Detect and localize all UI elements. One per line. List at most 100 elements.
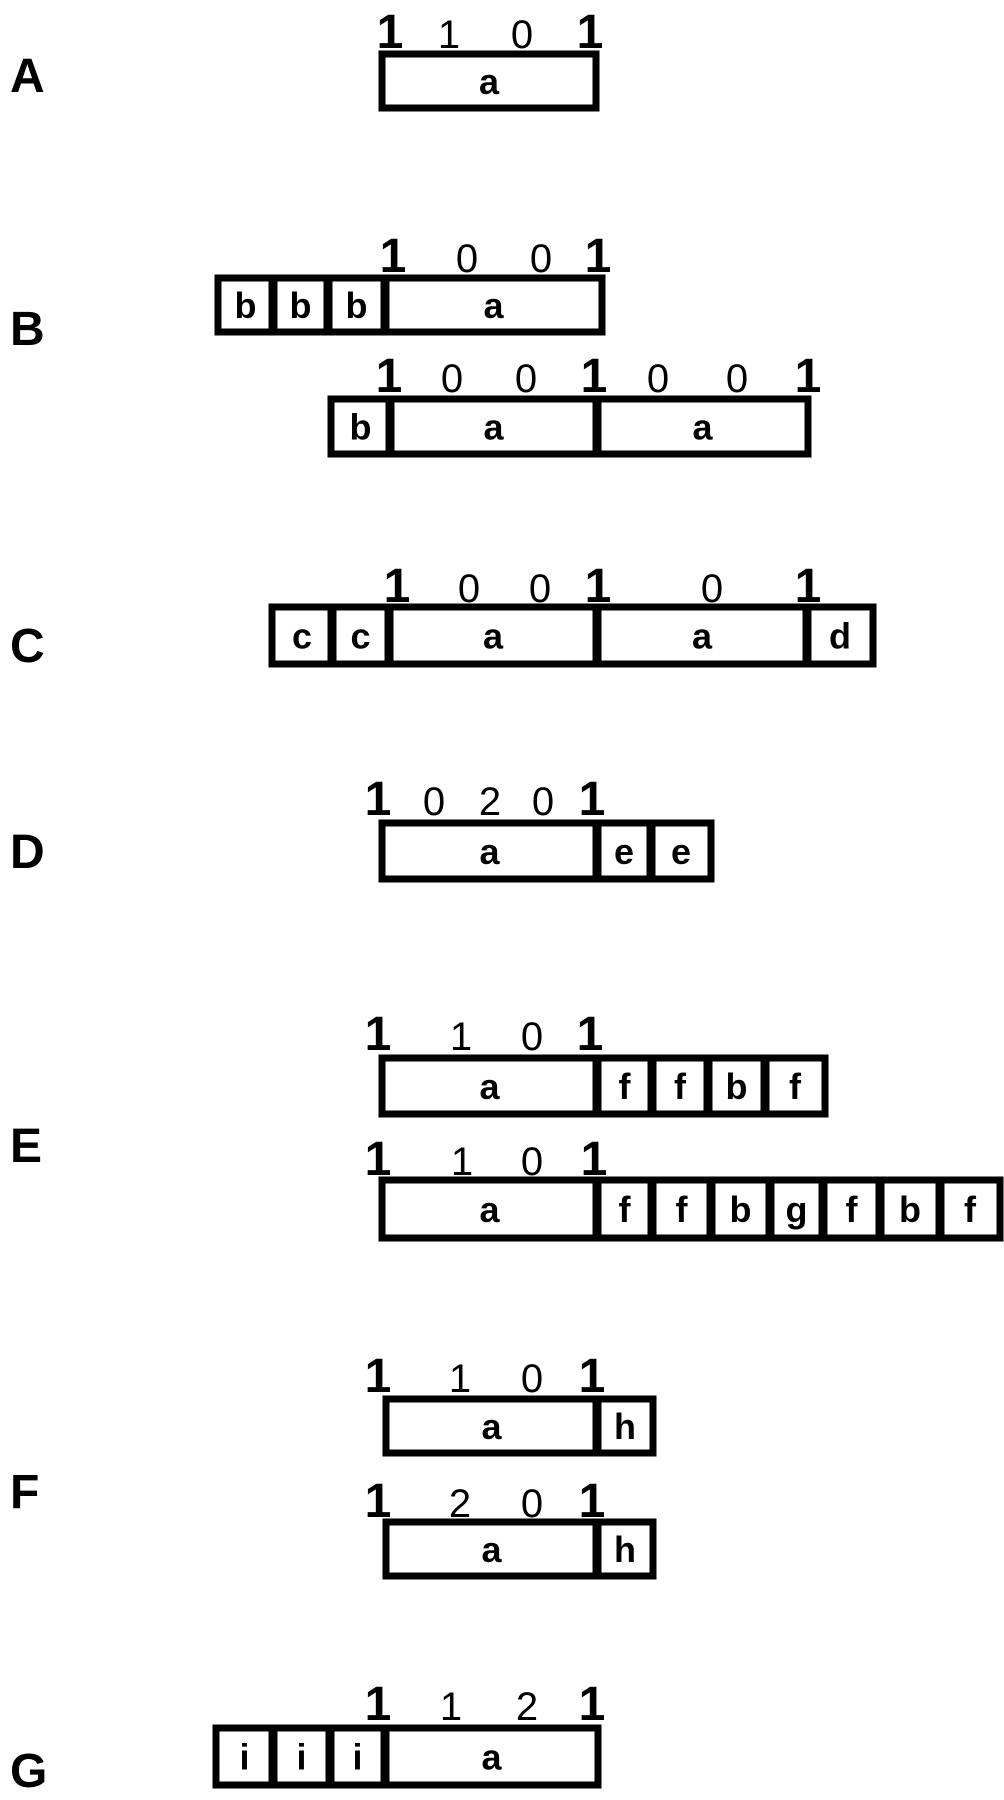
position-number: 0 [423,780,445,824]
panel-label: E [10,1120,42,1173]
panel-label: G [10,1745,47,1798]
position-number: 2 [479,780,501,824]
position-number: 1 [365,1008,392,1061]
segment-label: a [483,407,504,448]
segment-label: b [730,1189,752,1230]
position-number: 1 [451,1140,473,1184]
sequence-bar [382,1518,657,1580]
position-number: 1 [376,350,403,403]
position-number: 0 [521,1482,543,1526]
position-number: 1 [365,1133,392,1186]
sequence-bar [212,1724,602,1789]
position-number: 0 [456,237,478,281]
position-number: 1 [579,1350,606,1403]
position-number: 0 [511,13,533,57]
segment-label: i [352,1737,362,1778]
position-number: 2 [516,1685,538,1729]
segment-label: g [786,1189,808,1230]
segment-label: d [829,616,851,657]
sequence-bar [268,603,877,668]
segment-label: h [614,1529,636,1570]
segment-label: a [481,1737,502,1778]
position-number: 1 [377,6,404,59]
segment-label: f [674,1066,687,1107]
segment-label: h [614,1406,636,1447]
position-number: 1 [438,13,460,57]
segment-label: a [479,831,500,872]
position-number: 2 [449,1482,471,1526]
position-number: 0 [647,357,669,401]
segment-label: a [479,1066,500,1107]
position-number: 1 [795,350,822,403]
segment-label: f [619,1066,632,1107]
position-number: 0 [701,567,723,611]
position-number: 0 [521,1140,543,1184]
segment-label: a [479,1189,500,1230]
sequence-bar [378,819,715,883]
panel-label: C [10,620,45,673]
position-number: 1 [365,773,392,826]
position-number: 1 [380,230,407,283]
segment-label: a [692,407,713,448]
segment-label: b [350,407,372,448]
segment-label: a [479,61,500,102]
segment-label: b [290,285,312,326]
segment-label: a [483,616,504,657]
position-number: 0 [529,567,551,611]
position-number: 1 [577,6,604,59]
position-number: 0 [458,567,480,611]
position-number: 1 [577,1008,604,1061]
segment-label: e [671,831,691,872]
position-number: 0 [515,357,537,401]
panel-label: D [10,826,45,879]
position-number: 1 [581,350,608,403]
segment-label: b [726,1066,748,1107]
sequence-bar [382,1395,657,1457]
segment-label: f [619,1189,632,1230]
segment-label: f [964,1189,977,1230]
position-number: 1 [365,1475,392,1528]
position-number: 1 [579,773,606,826]
position-number: 1 [365,1350,392,1403]
position-number: 1 [449,1357,471,1401]
position-number: 1 [579,1475,606,1528]
position-number: 1 [581,1133,608,1186]
position-number: 1 [579,1678,606,1731]
position-number: 1 [365,1678,392,1731]
segment-label: i [296,1737,306,1778]
position-number: 0 [530,237,552,281]
sequence-bar [378,50,600,112]
segment-label: f [676,1189,689,1230]
segment-label: c [350,616,370,657]
segment-label: b [346,285,368,326]
segment-label: b [899,1189,921,1230]
position-number: 1 [440,1685,462,1729]
segment-label: a [481,1406,502,1447]
panel-label: A [10,50,45,103]
sequence-bar [378,1176,1004,1242]
position-number: 1 [450,1015,472,1059]
segment-label: e [614,831,634,872]
sequence-bar [327,395,812,458]
panel-label: B [10,303,45,356]
sequence-bar [214,274,606,336]
position-number: 0 [726,357,748,401]
segment-label: c [292,616,312,657]
position-number: 0 [441,357,463,401]
position-number: 1 [795,560,822,613]
